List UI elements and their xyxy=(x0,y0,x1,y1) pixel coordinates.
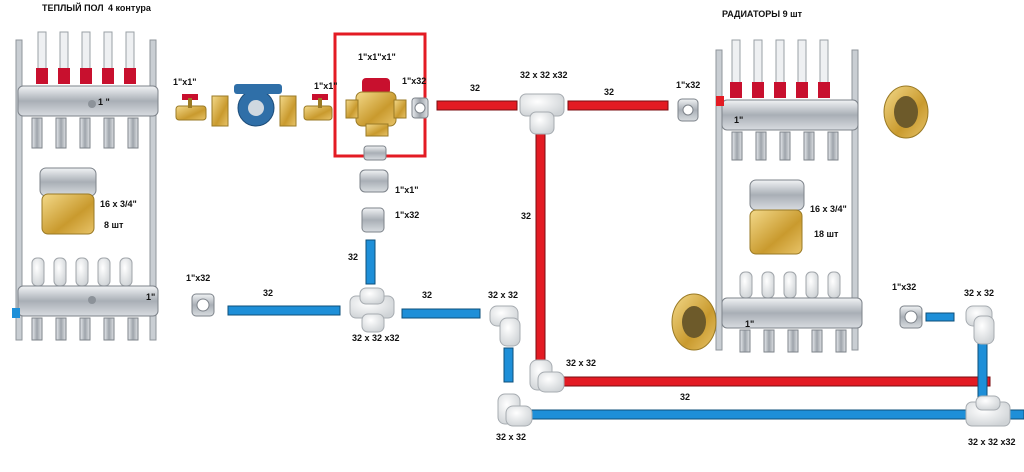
pipe-supply-bottom xyxy=(559,376,991,387)
pipe-label-4: 32 xyxy=(348,252,359,262)
tee-mid-label: 32 х 32 х32 xyxy=(352,333,400,343)
adapter-left-return xyxy=(191,293,215,317)
elbow-bottom-label: 32 х 32 xyxy=(496,432,527,442)
tee-right xyxy=(965,395,1011,427)
mixing-valve-label: 1"х1"х1" xyxy=(358,52,396,62)
right-top-size: 1" xyxy=(734,115,744,125)
ball-valve-left xyxy=(175,94,207,121)
floor-heating-title: ТЕПЛЫЙ ПОЛ xyxy=(42,3,104,13)
left-fitting-size: 16 х 3/4" xyxy=(100,199,137,209)
right-outlet-label: 1"х32 xyxy=(892,282,917,292)
elbow-mid-label: 32 х 32 xyxy=(488,290,519,300)
flow-meters-right xyxy=(730,39,830,98)
ppr-fittings xyxy=(349,93,1011,427)
elbow-right xyxy=(965,305,995,345)
radiators-title: РАДИАТОРЫ 9 шт xyxy=(722,9,802,19)
fitting-below-label: 1"х1" xyxy=(395,185,419,195)
floor-circuits-label: 4 контура xyxy=(108,3,151,13)
adapter-below xyxy=(361,207,385,233)
supply-pipes xyxy=(436,100,991,387)
bottom-bar xyxy=(17,285,159,317)
pipe-return-drop xyxy=(503,347,514,383)
pipe-label-7: 32 xyxy=(680,392,691,402)
elbow-right-label: 32 х 32 xyxy=(964,288,995,298)
mixing-valve xyxy=(345,78,407,137)
left-outlet-label: 1"х32 xyxy=(186,273,211,283)
pipe-return-bottom xyxy=(529,409,971,420)
left-fitting-count: 8 шт xyxy=(104,220,124,230)
pipe-label-2: 32 xyxy=(604,87,615,97)
adapter-large-top xyxy=(883,85,929,139)
left-bottom-size: 1" xyxy=(146,292,156,302)
flow-meters xyxy=(36,31,136,84)
elbow-mid xyxy=(489,305,521,347)
pipe-label-6: 32 xyxy=(422,290,433,300)
pipe-return-right-short xyxy=(925,312,955,322)
pipe-supply-1 xyxy=(436,100,518,111)
tee-top-label: 32 х 32 х32 xyxy=(520,70,568,80)
pump-group xyxy=(175,32,429,233)
tee-top xyxy=(519,93,565,135)
right-inlet-label: 1"х32 xyxy=(676,80,701,90)
adapter-below-label: 1"х32 xyxy=(395,210,420,220)
nipple-below xyxy=(363,145,387,161)
return-pipes xyxy=(227,239,1024,420)
pipe-supply-2 xyxy=(567,100,669,111)
pipe-return-right-vertical xyxy=(977,342,988,402)
right-bracket xyxy=(149,39,157,341)
elbow-bottom xyxy=(497,393,533,427)
ball-valve-right xyxy=(303,94,333,121)
pipe-return-vertical-pump xyxy=(365,239,376,285)
top-bar xyxy=(17,85,159,117)
elbow-red-label: 32 х 32 xyxy=(566,358,597,368)
right-fitting-count: 18 шт xyxy=(814,229,839,239)
mixing-outlet-label: 1"х32 xyxy=(402,76,427,86)
pipe-label-1: 32 xyxy=(470,83,481,93)
tee-mid xyxy=(349,287,395,333)
pipe-label-3: 32 xyxy=(521,211,532,221)
adapter-right-return xyxy=(899,305,923,329)
compression-fitting-right xyxy=(749,179,805,255)
adapter-large-bottom xyxy=(671,293,717,351)
pipe-return-1 xyxy=(227,305,341,316)
pipe-return-2 xyxy=(401,308,481,319)
fitting-below xyxy=(359,169,389,193)
tee-right-label: 32 х 32 х32 xyxy=(968,437,1016,447)
right-fitting-size: 16 х 3/4" xyxy=(810,204,847,214)
compression-fitting-left xyxy=(39,167,97,235)
left-top-size: 1 " xyxy=(98,97,110,107)
right-bottom-size: 1" xyxy=(745,319,755,329)
right-manifold xyxy=(715,39,863,353)
left-bracket xyxy=(15,39,23,341)
pipe-supply-vertical xyxy=(535,131,546,361)
circulation-pump xyxy=(211,84,297,127)
adapter-right-supply xyxy=(677,98,699,122)
valve-right-label: 1"х1" xyxy=(314,81,338,91)
elbow-red xyxy=(529,359,565,393)
adapter-supply xyxy=(411,97,429,119)
pipe-label-5: 32 xyxy=(263,288,274,298)
left-manifold xyxy=(12,31,159,341)
valve-left-label: 1"х1" xyxy=(173,77,197,87)
